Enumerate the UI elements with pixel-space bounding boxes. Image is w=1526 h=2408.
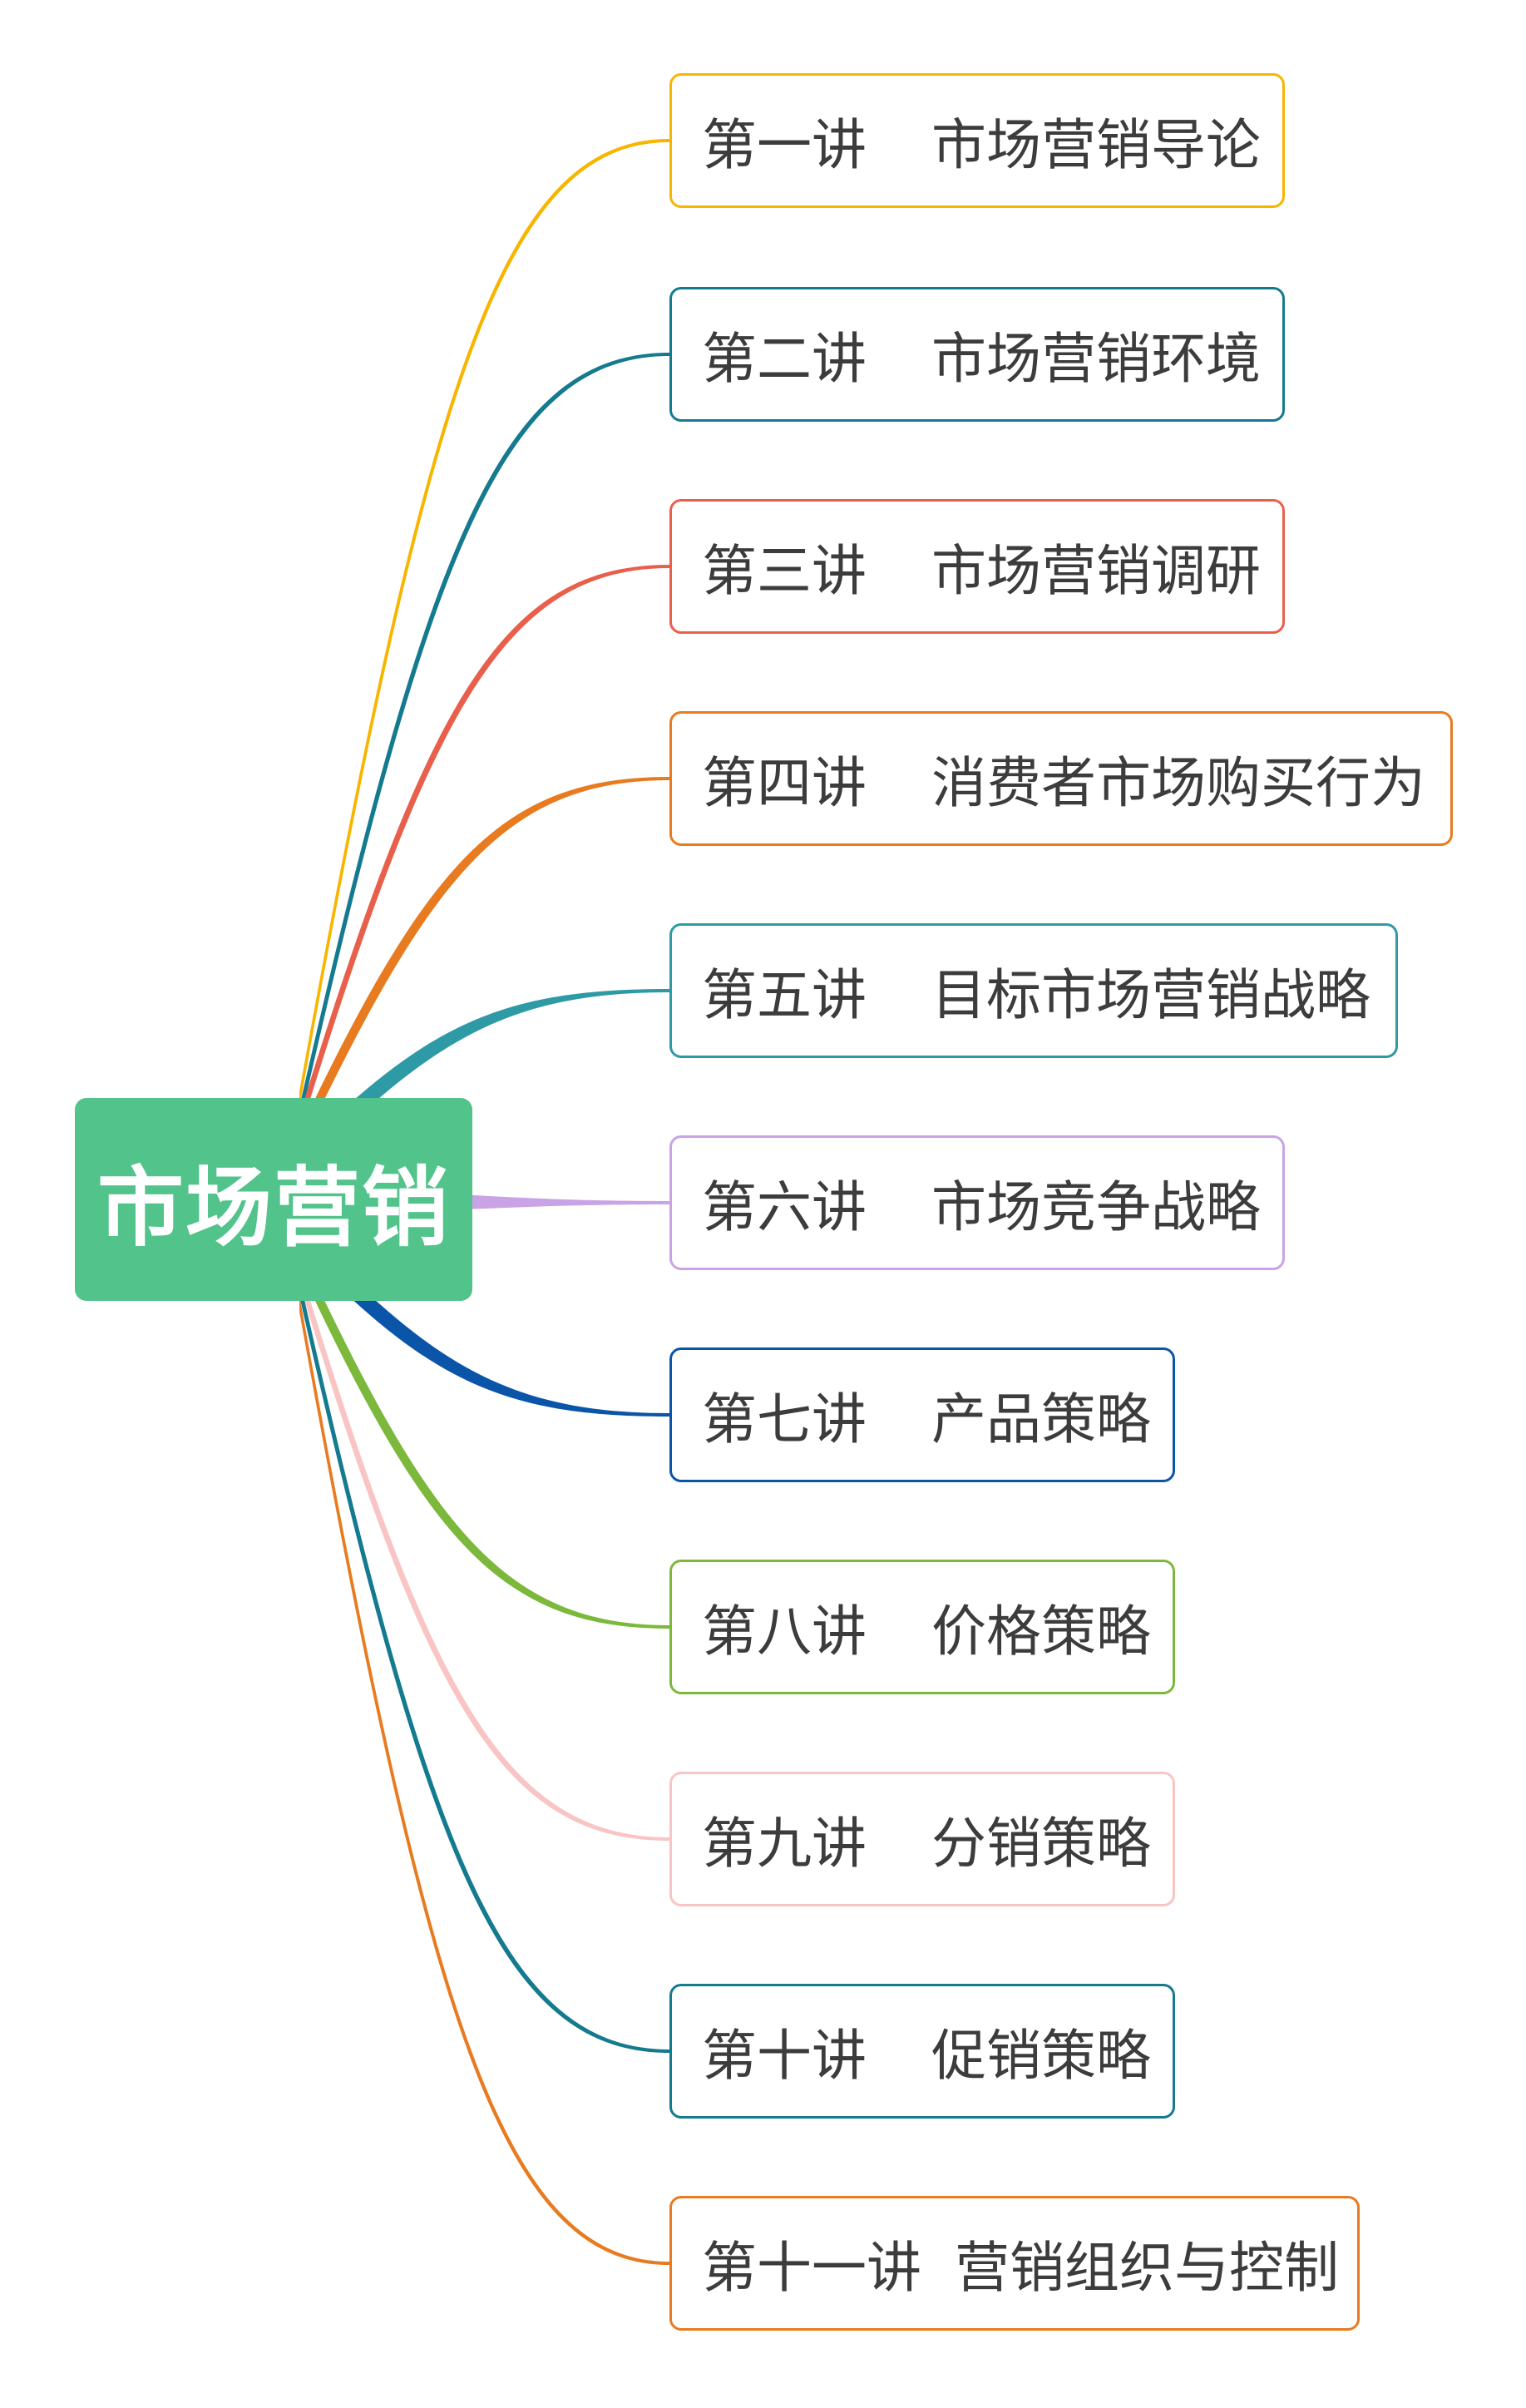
topic-title: 市场营销导论 [931, 113, 1261, 177]
topic-node-10[interactable]: 第十讲促销策略 [669, 1984, 1175, 2119]
topic-node-9[interactable]: 第九讲分销策略 [669, 1772, 1175, 1906]
topic-title: 产品策略 [931, 1387, 1151, 1451]
topic-number: 第二讲 [702, 327, 867, 391]
branch-7 [299, 1226, 669, 1417]
topic-number: 第九讲 [702, 1812, 867, 1876]
branch-8 [299, 1248, 669, 1629]
topic-number: 第十一讲 [702, 2236, 921, 2300]
topic-title: 市场营销调研 [931, 539, 1261, 603]
topic-number: 第四讲 [702, 751, 867, 815]
topic-number: 第一讲 [702, 113, 867, 177]
topic-number: 第七讲 [702, 1387, 867, 1451]
branch-4 [299, 777, 669, 1151]
topic-number: 第三讲 [702, 539, 867, 603]
topic-number: 第六讲 [702, 1175, 867, 1239]
branch-1 [299, 139, 669, 1108]
topic-node-1[interactable]: 第一讲市场营销导论 [669, 73, 1285, 208]
topic-node-2[interactable]: 第二讲市场营销环境 [669, 287, 1285, 422]
topic-title: 促销策略 [931, 2024, 1151, 2088]
topic-title: 分销策略 [931, 1812, 1151, 1876]
topic-node-3[interactable]: 第三讲市场营销调研 [669, 499, 1285, 634]
topic-node-5[interactable]: 第五讲目标市场营销战略 [669, 923, 1398, 1058]
topic-title: 营销组织与控制 [955, 2236, 1339, 2300]
topic-title: 价格策略 [931, 1600, 1151, 1664]
branch-5 [299, 989, 669, 1173]
branch-10 [299, 1278, 669, 2053]
topic-node-8[interactable]: 第八讲价格策略 [669, 1560, 1175, 1694]
topic-title: 市场竞争战略 [931, 1175, 1261, 1239]
branch-9 [299, 1265, 669, 1841]
topic-number: 第五讲 [702, 963, 867, 1027]
branch-2 [299, 353, 669, 1125]
topic-number: 第十讲 [702, 2024, 867, 2088]
topic-title: 消费者市场购买行为 [931, 751, 1425, 815]
topic-title: 目标市场营销战略 [931, 963, 1370, 1027]
topic-node-4[interactable]: 第四讲消费者市场购买行为 [669, 711, 1453, 846]
topic-title: 市场营销环境 [931, 327, 1261, 391]
topic-node-11[interactable]: 第十一讲营销组织与控制 [669, 2196, 1360, 2331]
topic-node-6[interactable]: 第六讲市场竞争战略 [669, 1135, 1285, 1270]
topic-number: 第八讲 [702, 1600, 867, 1664]
topic-node-7[interactable]: 第七讲产品策略 [669, 1347, 1175, 1482]
central-topic[interactable]: 市场营销 [75, 1098, 472, 1301]
